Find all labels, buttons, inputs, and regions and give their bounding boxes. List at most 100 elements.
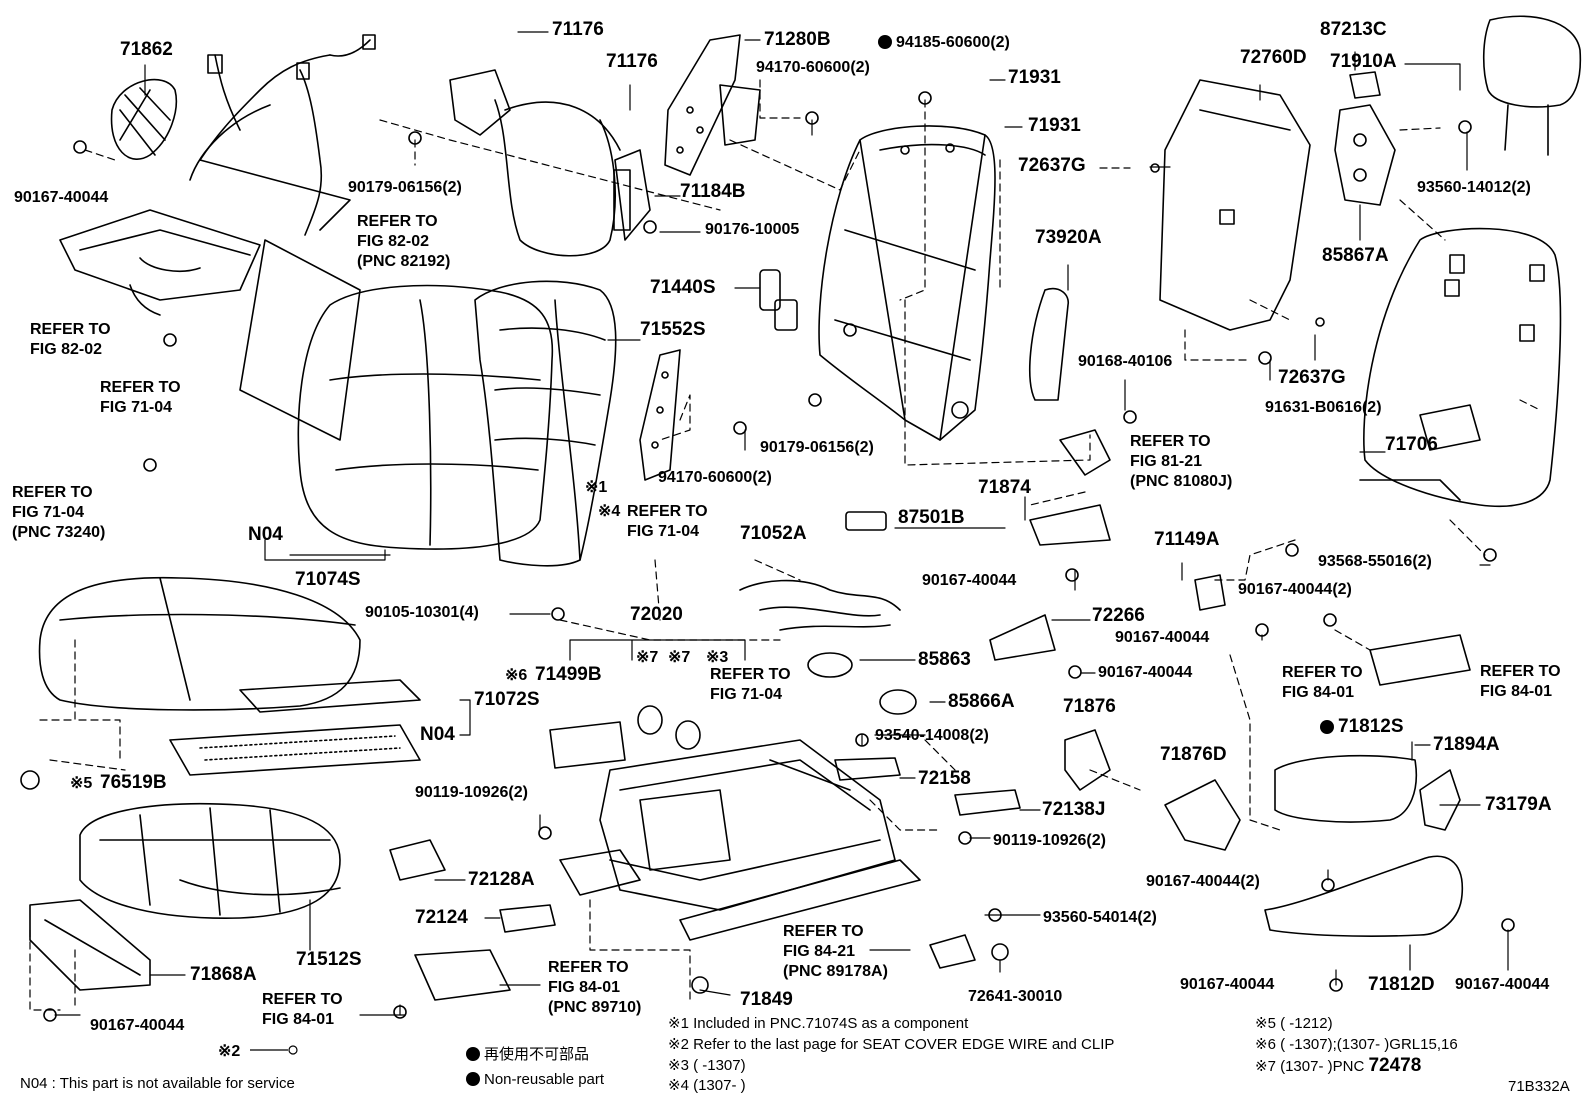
note-3: ※3 ( -1307) — [668, 1057, 746, 1074]
control-unit-89710 — [414, 949, 511, 1001]
label-90179-06156-b: 90179-06156(2) — [760, 439, 874, 456]
non-reusable-dot-icon — [1320, 720, 1334, 734]
bracket-71149A — [1194, 574, 1226, 611]
clip-72138J — [954, 789, 1021, 816]
label-71706: 71706 — [1385, 434, 1438, 455]
switch-87213C — [1349, 71, 1381, 99]
lumbar-frame-parts — [449, 69, 651, 257]
label-90167-40044-f: 90167-40044(2) — [1146, 873, 1260, 890]
note-2: ※2 Refer to the last page for SEAT COVER… — [668, 1036, 1115, 1053]
mark-5: ※5 — [70, 775, 93, 792]
cover-71874 — [1029, 504, 1111, 546]
label-71074S: 71074S — [295, 569, 361, 590]
label-71176-b: 71176 — [606, 51, 658, 72]
label-85867A: 85867A — [1322, 245, 1389, 266]
label-71868A: 71868A — [190, 964, 257, 985]
label-71280B: 71280B — [764, 29, 831, 50]
label-90167-40044-g: 90167-40044 — [1180, 976, 1275, 993]
mark-3: ※3 — [706, 649, 729, 666]
label-90119-10926-a: 90119-10926(2) — [415, 784, 528, 801]
mark-1: ※1 — [585, 479, 608, 496]
label-90105-10301: 90105-10301(4) — [365, 604, 479, 621]
label-72128A: 72128A — [468, 869, 535, 890]
label-72478: 72478 — [1368, 1055, 1422, 1076]
mark-4: ※4 — [598, 503, 621, 520]
legend-non-reusable-jp: 再使用不可部品 — [466, 1046, 589, 1064]
front-shield — [29, 899, 151, 991]
label-87501B: 87501B — [898, 507, 965, 528]
seat-heater-wires-71052A — [739, 579, 901, 631]
bracket-72478a — [637, 705, 663, 735]
cover-71876 — [1064, 729, 1111, 791]
non-reusable-dot-icon — [878, 35, 892, 49]
label-72637G-a: 72637G — [1018, 155, 1086, 176]
label-94170-60600-b: 94170-60600(2) — [658, 469, 772, 486]
side-cover-71894A — [1274, 754, 1417, 823]
label-71876D: 71876D — [1160, 744, 1227, 765]
label-90167-40044-d: 90167-40044 — [1115, 629, 1210, 646]
label-93560-14012: 93560-14012(2) — [1417, 179, 1531, 196]
label-72641-30010: 72641-30010 — [968, 988, 1063, 1005]
cover-71499B — [549, 721, 626, 769]
fasteners — [43, 91, 1515, 1022]
label-91631-B0616: 91631-B0616(2) — [1265, 399, 1382, 416]
label-N04-a: N04 — [248, 524, 283, 545]
label-93568-55016: 93568-55016(2) — [1318, 553, 1432, 570]
motor-71440S — [759, 269, 798, 331]
seat-back-cover — [297, 284, 554, 550]
mark-7-b: ※7 — [668, 649, 691, 666]
side-bracket — [639, 349, 681, 481]
label-73179A: 73179A — [1485, 794, 1552, 815]
clip-71849 — [691, 976, 709, 994]
note-7: ※7 (1307- )PNC 72478 — [1255, 1055, 1422, 1076]
cushion-wire-frame — [59, 209, 261, 316]
side-cover-73179A — [1419, 769, 1461, 831]
label-90168-40106: 90168-40106 — [1078, 353, 1173, 370]
diagram-id: 71B332A — [1508, 1078, 1570, 1095]
bracket-81080J — [1059, 429, 1111, 476]
non-reusable-dot-icon — [466, 1072, 480, 1086]
label-71812D: 71812D — [1368, 974, 1435, 995]
label-90167-40044-a: 90167-40044 — [14, 189, 109, 206]
label-90176-10005: 90176-10005 — [705, 221, 800, 238]
clip-72641 — [991, 943, 1009, 961]
seat-cushion-cover — [38, 576, 421, 713]
headrest — [1482, 15, 1582, 156]
recliner-plate — [664, 34, 761, 176]
label-87213C: 87213C — [1320, 19, 1387, 40]
seat-back-cover-rear — [474, 280, 617, 567]
label-71552S: 71552S — [640, 319, 706, 340]
label-71849: 71849 — [740, 989, 793, 1010]
label-93560-54014: 93560-54014(2) — [1043, 909, 1157, 926]
mark-2: ※2 — [218, 1043, 241, 1060]
label-85866A: 85866A — [948, 691, 1015, 712]
sensor-89178A — [929, 934, 976, 969]
side-cover-71812D — [1264, 855, 1464, 937]
label-72158: 72158 — [918, 768, 971, 789]
label-71910A: 71910A — [1330, 51, 1397, 72]
cover-71876D — [1164, 779, 1241, 851]
mark-7-a: ※7 — [636, 649, 659, 666]
label-73920A: 73920A — [1035, 227, 1102, 248]
clip-72158 — [834, 757, 901, 781]
note-6: ※6 ( -1307);(1307- )GRL15,16 — [1255, 1036, 1458, 1053]
switch-base — [1369, 634, 1471, 686]
seat-adjuster — [559, 739, 921, 941]
edge-wire-clip-icon — [250, 1045, 298, 1055]
headrest-support — [1334, 104, 1396, 206]
label-72760D: 72760D — [1240, 47, 1307, 68]
motor-85863 — [807, 652, 853, 678]
label-71931-b: 71931 — [1028, 115, 1081, 136]
